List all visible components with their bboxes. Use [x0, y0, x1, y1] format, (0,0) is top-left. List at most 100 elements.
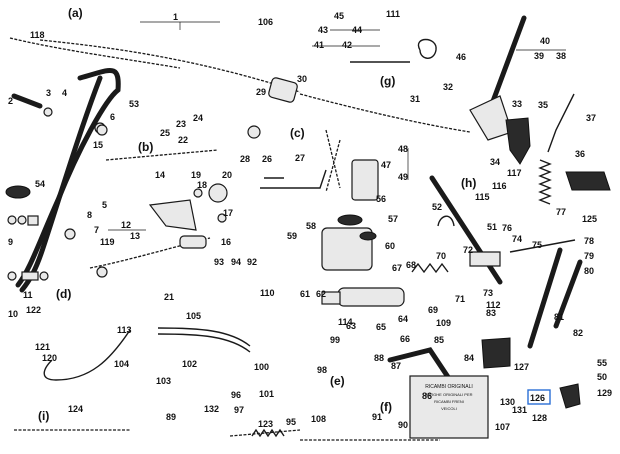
label-54: 54 — [35, 179, 45, 189]
label-98: 98 — [317, 365, 327, 375]
label-76: 76 — [502, 223, 512, 233]
label-115: 115 — [475, 192, 490, 202]
label-24: 24 — [193, 113, 203, 123]
label-103: 103 — [156, 376, 171, 386]
label-36: 36 — [575, 149, 585, 159]
label-127: 127 — [514, 362, 529, 372]
label-28: 28 — [240, 154, 250, 164]
label-57: 57 — [388, 214, 398, 224]
label-47: 47 — [381, 160, 391, 170]
label-29: 29 — [256, 87, 266, 97]
label-34: 34 — [490, 157, 500, 167]
label-117: 117 — [507, 168, 522, 178]
label-51: 51 — [487, 222, 497, 232]
section-g: (g) — [380, 74, 395, 88]
label-64: 64 — [398, 314, 408, 324]
label-100: 100 — [254, 362, 269, 372]
label-46: 46 — [456, 52, 466, 62]
label-2: 2 — [8, 96, 13, 106]
label-26: 26 — [262, 154, 272, 164]
section-f: (f) — [380, 400, 392, 414]
label-78: 78 — [584, 236, 594, 246]
label-73: 73 — [483, 288, 493, 298]
section-h: (h) — [461, 176, 476, 190]
label-50: 50 — [597, 372, 607, 382]
label-106: 106 — [258, 17, 273, 27]
label-88: 88 — [374, 353, 384, 363]
label-71: 71 — [455, 294, 465, 304]
label-12: 12 — [121, 220, 131, 230]
label-66: 66 — [400, 334, 410, 344]
label-99: 99 — [330, 335, 340, 345]
label-15: 15 — [93, 140, 103, 150]
label-61: 61 — [300, 289, 310, 299]
label-129: 129 — [597, 388, 612, 398]
label-44: 44 — [352, 25, 362, 35]
label-56: 56 — [376, 194, 386, 204]
label-93: 93 — [214, 257, 224, 267]
section-e: (e) — [330, 374, 345, 388]
label-11: 11 — [23, 290, 33, 300]
label-104: 104 — [114, 359, 129, 369]
label-10: 10 — [8, 309, 18, 319]
label-128: 128 — [532, 413, 547, 423]
label-55: 55 — [597, 358, 607, 368]
label-105: 105 — [186, 311, 201, 321]
label-122: 122 — [26, 305, 41, 315]
label-107: 107 — [495, 422, 510, 432]
label-89: 89 — [166, 412, 176, 422]
label-17: 17 — [223, 208, 233, 218]
label-14: 14 — [155, 170, 165, 180]
label-53: 53 — [129, 99, 139, 109]
label-1: 1 — [173, 12, 178, 22]
label-9: 9 — [8, 237, 13, 247]
label-75: 75 — [532, 240, 542, 250]
section-letters: (a) (b) (c) (d) (e) (f) (g) (h) (i) — [38, 6, 476, 423]
label-35: 35 — [538, 100, 548, 110]
label-72: 72 — [463, 245, 473, 255]
parts-drawings: RICAMBI ORIGINALI TARGHE ORIGINALI PER R… — [5, 15, 611, 441]
label-32: 32 — [443, 82, 453, 92]
label-45: 45 — [334, 11, 344, 21]
label-43: 43 — [318, 25, 328, 35]
label-70: 70 — [436, 251, 446, 261]
label-20: 20 — [222, 170, 232, 180]
label-25: 25 — [160, 128, 170, 138]
label-111: 111 — [386, 9, 400, 19]
label-7: 7 — [94, 225, 99, 235]
label-87: 87 — [391, 361, 401, 371]
label-91: 91 — [372, 412, 382, 422]
label-126: 126 — [530, 393, 545, 403]
label-95: 95 — [286, 417, 296, 427]
label-49: 49 — [398, 172, 408, 182]
label-118: 118 — [30, 30, 45, 40]
label-65: 65 — [376, 322, 386, 332]
label-96: 96 — [231, 390, 241, 400]
leader-lines — [108, 21, 566, 231]
section-a: (a) — [68, 6, 83, 20]
label-113: 113 — [117, 325, 132, 335]
label-4: 4 — [62, 88, 67, 98]
label-125: 125 — [582, 214, 597, 224]
label-69: 69 — [428, 305, 438, 315]
label-132: 132 — [204, 404, 219, 414]
label-6: 6 — [110, 112, 115, 122]
label-120: 120 — [42, 353, 57, 363]
label-5: 5 — [102, 200, 107, 210]
label-77: 77 — [556, 207, 566, 217]
manual-line-1: RICAMBI ORIGINALI — [425, 384, 473, 390]
label-110: 110 — [260, 288, 275, 298]
label-62: 62 — [316, 289, 326, 299]
part-labels: 1 2 3 4 5 6 7 8 9 10 11 12 13 14 15 16 1… — [8, 9, 612, 432]
label-39: 39 — [534, 51, 544, 61]
label-33: 33 — [512, 99, 522, 109]
label-94: 94 — [231, 257, 241, 267]
label-84: 84 — [464, 353, 474, 363]
label-19: 19 — [191, 170, 201, 180]
label-108: 108 — [311, 414, 326, 424]
label-37: 37 — [586, 113, 596, 123]
label-85: 85 — [434, 335, 444, 345]
manual-line-4: VEICOLI — [441, 406, 457, 411]
label-101: 101 — [259, 389, 274, 399]
label-42: 42 — [342, 40, 352, 50]
